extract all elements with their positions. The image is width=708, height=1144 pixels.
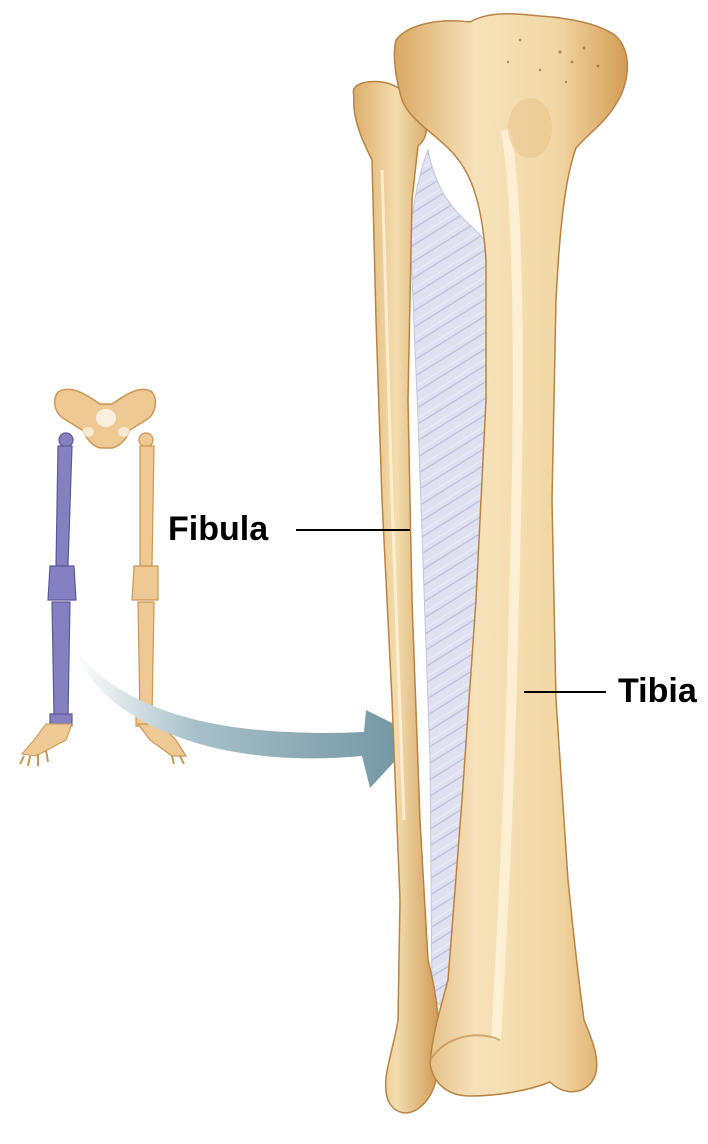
left-foot: [20, 724, 72, 766]
curved-arrow-icon: [74, 648, 418, 788]
fibula-label: Fibula: [168, 512, 268, 546]
highlighted-leg: [48, 433, 76, 726]
tibia-label: Tibia: [618, 674, 697, 708]
